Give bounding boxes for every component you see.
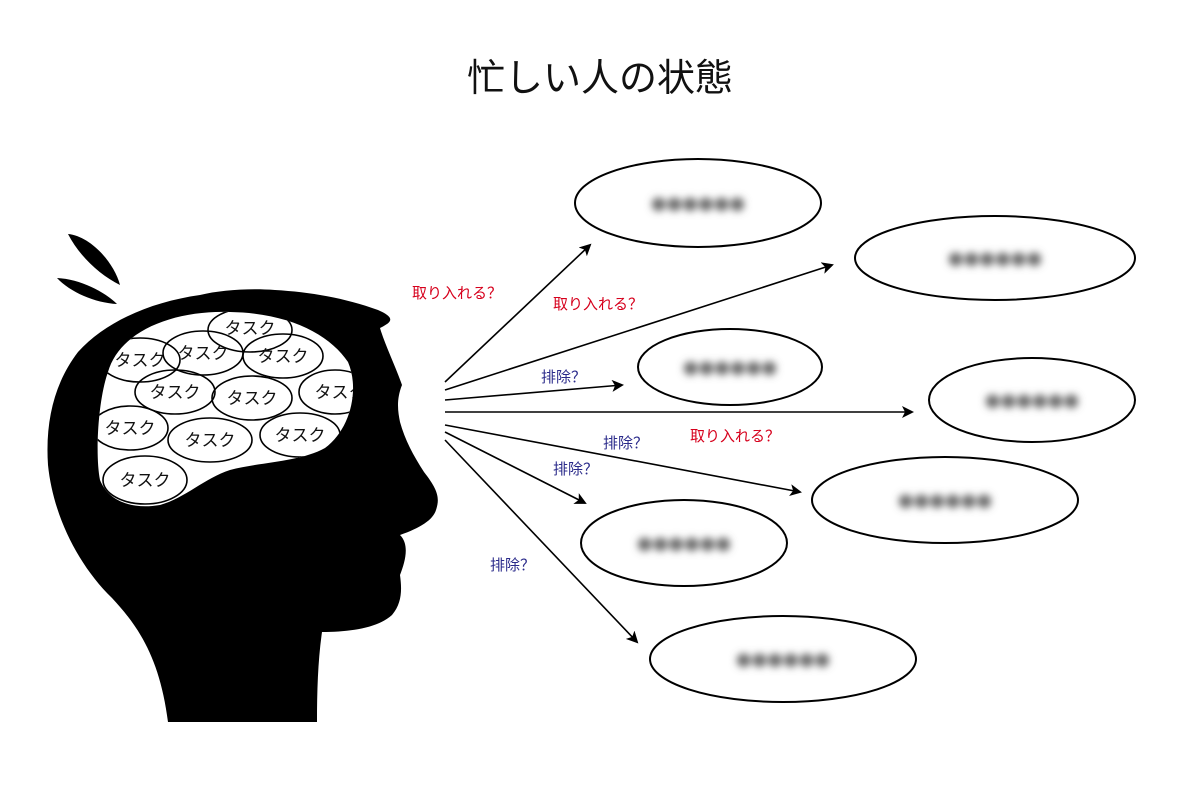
diagram-title: 忙しい人の状態 xyxy=(467,56,733,100)
target-ellipse-1 xyxy=(574,158,822,248)
sweat-mark-upper xyxy=(68,234,120,285)
task-label: タスク xyxy=(315,383,366,403)
target-blurred-text-7: ●●●●●● xyxy=(736,649,830,670)
task-ellipse xyxy=(211,375,293,421)
label-exclude-3: 排除？ xyxy=(553,460,598,478)
task-label: タスク xyxy=(185,431,236,451)
target-ellipse-5 xyxy=(811,456,1079,544)
arrow-group xyxy=(444,243,914,644)
label-take-in-2: 取り入れる？ xyxy=(553,295,643,313)
target-ellipse-3 xyxy=(637,328,823,406)
label-take-in-1: 取り入れる？ xyxy=(412,284,502,302)
target-ellipse-4 xyxy=(928,357,1136,443)
sweat-mark-lower xyxy=(57,278,117,304)
task-label: タスク xyxy=(178,344,229,364)
task-label: タスク xyxy=(227,389,278,409)
task-label: タスク xyxy=(258,347,309,367)
task-cluster: タスク タスク タスク タスク タスク タスク タスク タスク タスク タスク … xyxy=(97,311,366,505)
task-label: タスク xyxy=(105,419,156,439)
task-label: タスク xyxy=(225,319,276,339)
target-ellipses: ●●●●●● ●●●●●● ●●●●●● ●●●●●● ●●●●●● ●●●●●… xyxy=(574,158,1136,703)
label-take-in-3: 取り入れる？ xyxy=(690,427,780,445)
task-ellipse xyxy=(242,333,324,379)
task-label: タスク xyxy=(150,383,201,403)
arrow-to-target-5 xyxy=(444,424,802,497)
target-blurred-text-5: ●●●●●● xyxy=(898,490,992,511)
task-ellipse xyxy=(134,369,216,415)
label-exclude-1: 排除？ xyxy=(541,368,586,386)
task-ellipse xyxy=(102,455,188,505)
target-blurred-text-4: ●●●●●● xyxy=(985,390,1079,411)
target-ellipse-7 xyxy=(649,615,917,703)
arrow-to-target-2 xyxy=(444,262,834,391)
task-label: タスク xyxy=(275,426,326,446)
arrow-to-target-6 xyxy=(444,431,587,504)
target-ellipse-2 xyxy=(854,215,1136,301)
task-ellipse xyxy=(97,405,169,451)
target-blurred-text-2: ●●●●●● xyxy=(948,248,1042,269)
arrow-to-target-7 xyxy=(444,439,639,644)
target-blurred-text-3: ●●●●●● xyxy=(683,357,777,378)
target-ellipse-6 xyxy=(580,499,788,587)
arrow-to-target-1 xyxy=(444,243,592,383)
task-ellipse xyxy=(207,311,293,353)
label-exclude-4: 排除？ xyxy=(490,556,535,574)
task-label: タスク xyxy=(115,351,166,371)
label-exclude-2: 排除？ xyxy=(603,434,648,452)
task-label: タスク xyxy=(120,471,171,491)
target-blurred-text-6: ●●●●●● xyxy=(637,533,731,554)
target-blurred-text-1: ●●●●●● xyxy=(651,193,745,214)
task-ellipse xyxy=(298,369,354,415)
task-ellipse xyxy=(167,417,253,463)
arrow-to-target-3 xyxy=(444,379,624,401)
